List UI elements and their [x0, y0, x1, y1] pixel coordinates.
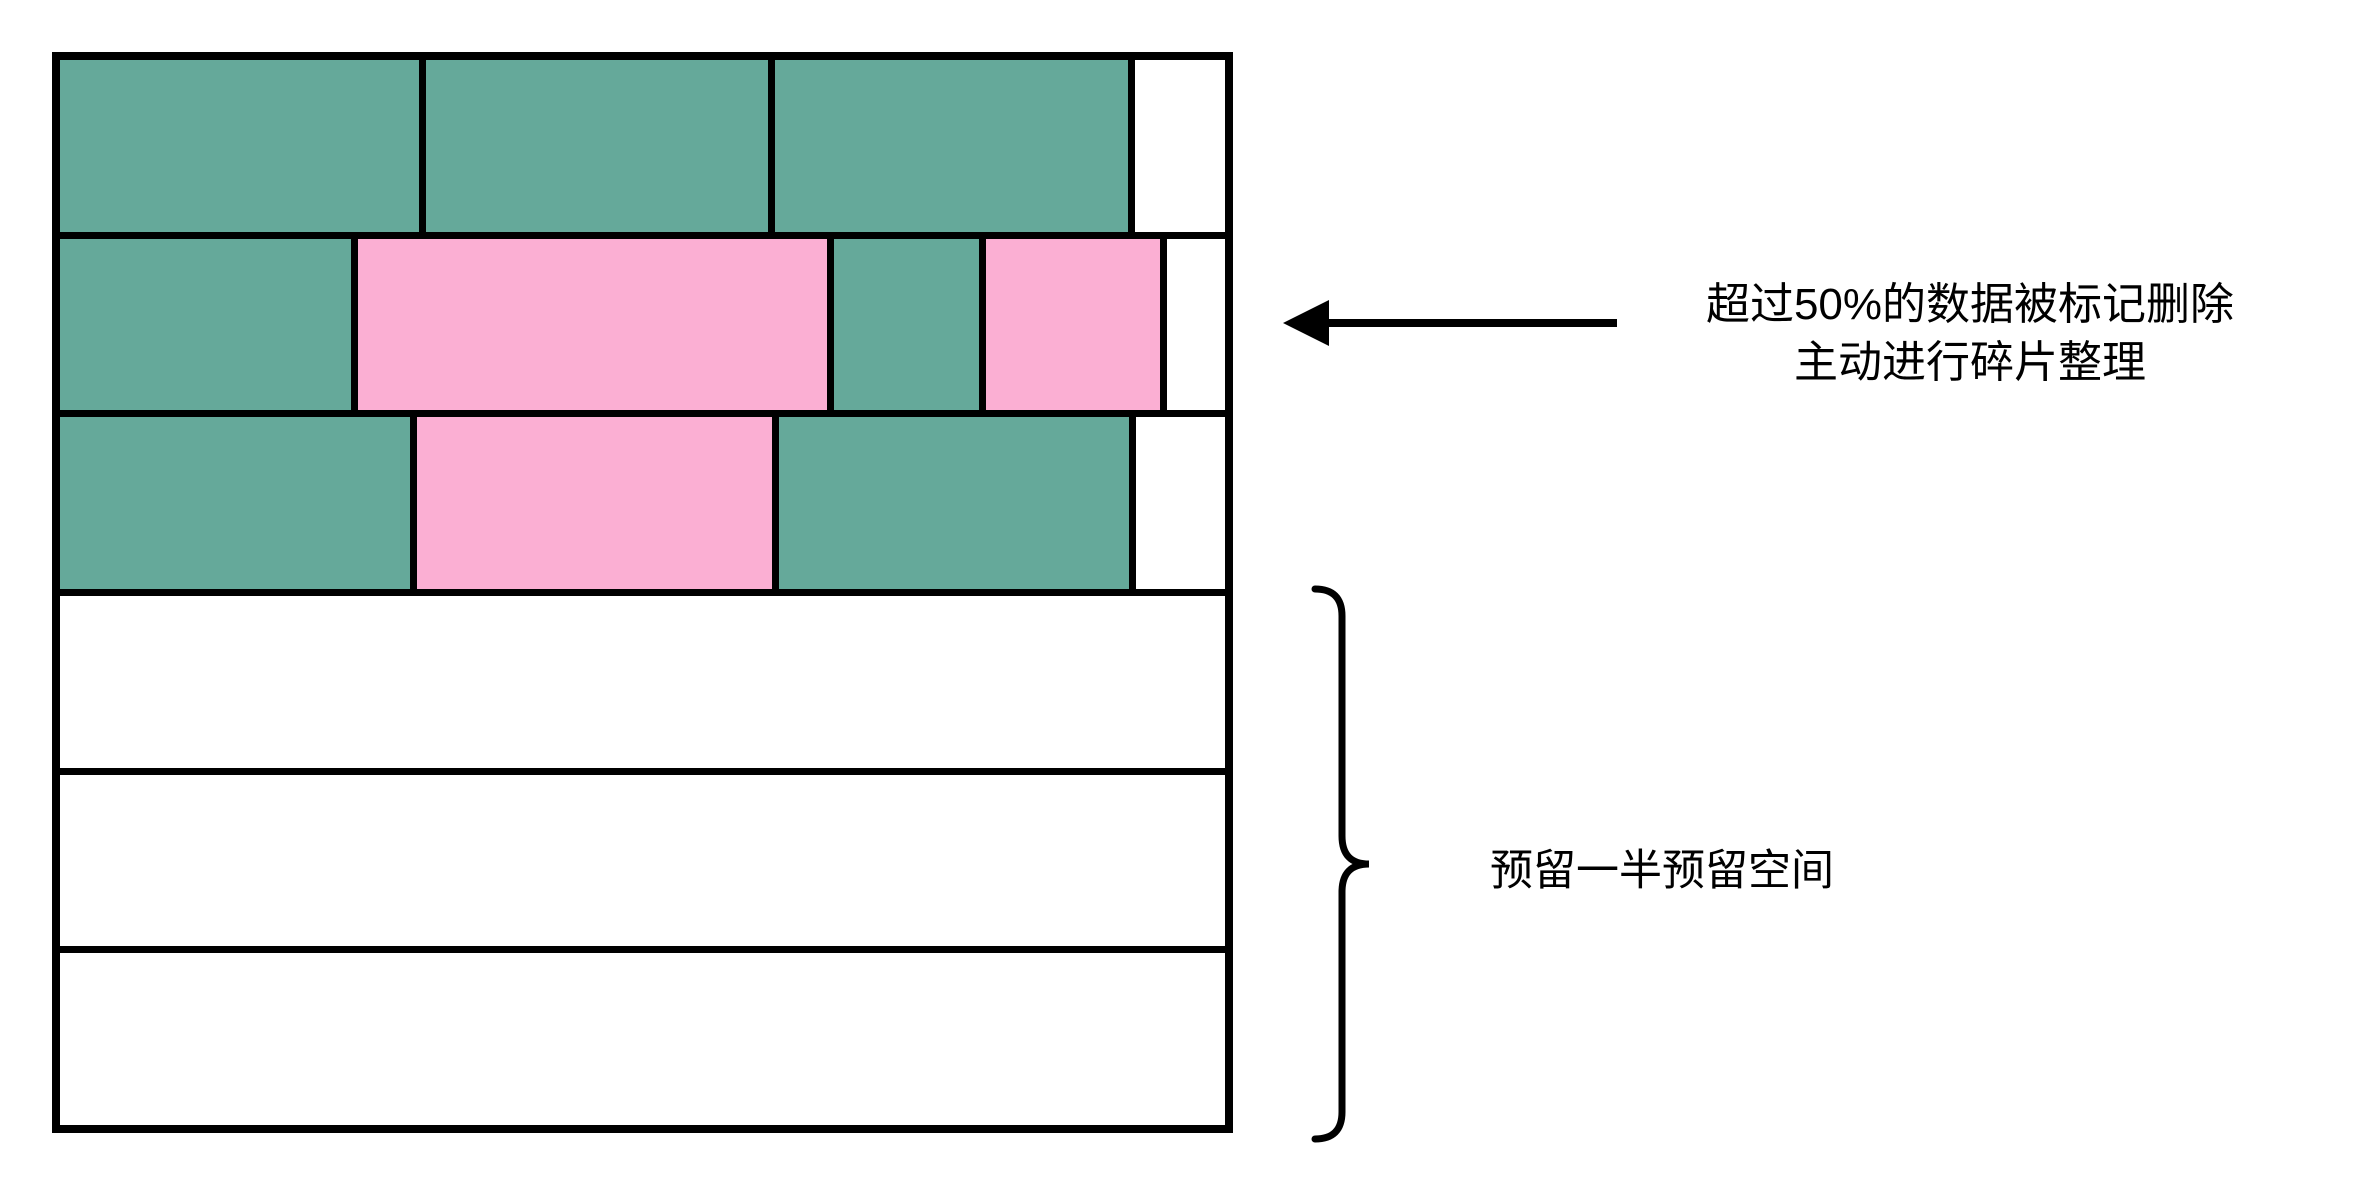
arrow-left-icon: [1283, 300, 1329, 346]
grid-row: [60, 238, 1225, 411]
segment-data: [833, 238, 980, 411]
segment-empty: [60, 596, 1225, 768]
segment-data: [60, 60, 419, 232]
segment-data: [60, 417, 410, 590]
brace-icon: [1311, 585, 1370, 1143]
arrow-annotation-line2: 主动进行碎片整理: [1794, 338, 2146, 387]
storage-grid: [52, 52, 1233, 1133]
segment-empty: [60, 774, 1225, 947]
segment-data: [775, 60, 1129, 232]
segment-deleted: [986, 238, 1160, 411]
brace-annotation: 预留一半预留空间: [1490, 847, 1834, 895]
segment-empty: [1166, 238, 1225, 411]
grid-row: [60, 953, 1225, 1126]
grid-row: [60, 596, 1225, 768]
grid-row: [60, 417, 1225, 590]
arrow-annotation: 超过50%的数据被标记删除 主动进行碎片整理: [1700, 276, 2240, 392]
grid-row: [60, 60, 1225, 232]
segment-deleted: [416, 417, 772, 590]
segment-data: [425, 60, 769, 232]
segment-empty: [1135, 60, 1225, 232]
segment-data: [778, 417, 1130, 590]
segment-data: [60, 238, 352, 411]
segment-empty: [1136, 417, 1225, 590]
arrow-shaft: [1322, 319, 1617, 327]
segment-deleted: [358, 238, 827, 411]
grid-row: [60, 774, 1225, 947]
arrow-annotation-line1: 超过50%的数据被标记删除: [1705, 280, 2235, 329]
segment-empty: [60, 953, 1225, 1126]
